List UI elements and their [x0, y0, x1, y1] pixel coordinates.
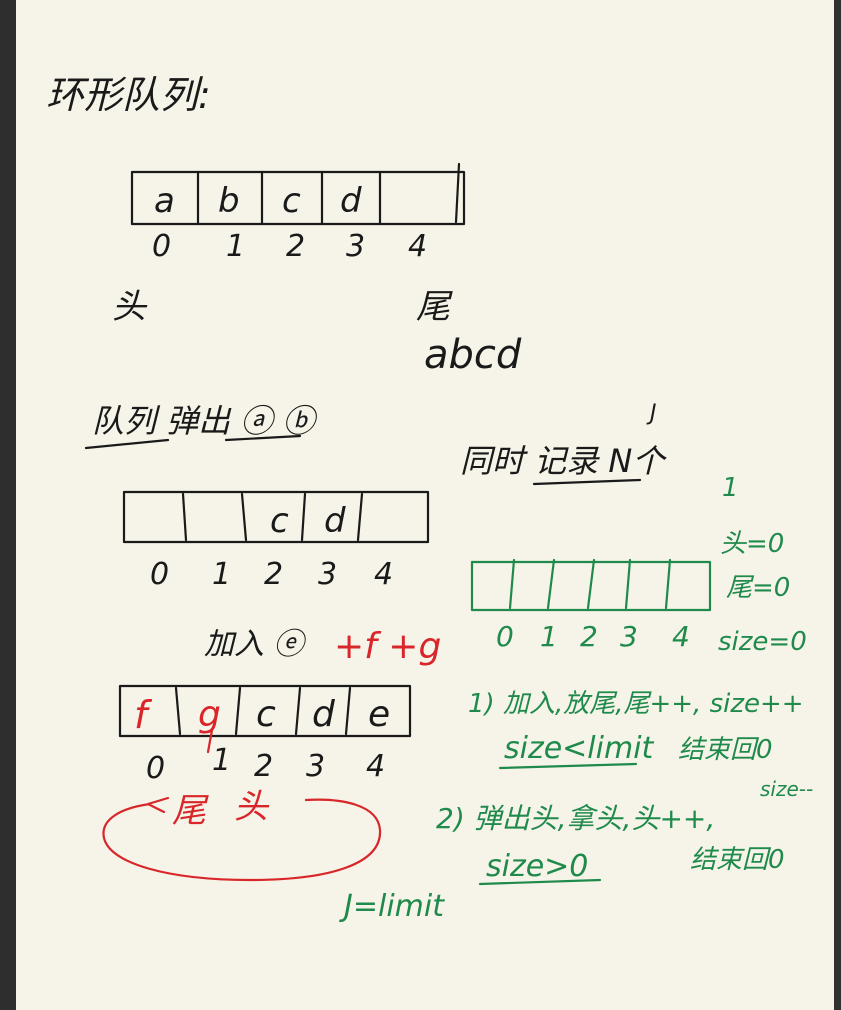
rule2-condition: size>0	[486, 849, 588, 884]
queue1-index: 1	[226, 229, 245, 264]
queue2-index: 1	[212, 557, 231, 592]
queue3-head-label: 头	[234, 787, 270, 827]
queue3-index: 4	[366, 749, 385, 784]
queue1-cell: c	[282, 181, 301, 221]
rule1-condition: size<limit	[504, 731, 655, 766]
queue2-cell: c	[270, 501, 289, 541]
queue1-cell: d	[340, 181, 362, 221]
notebook-page	[16, 0, 834, 1010]
queue1-index: 3	[346, 229, 365, 264]
init-size: size=0	[718, 627, 807, 657]
simul-note: 同时 记录 N个	[460, 442, 667, 480]
green-side-mark: 1	[722, 473, 739, 503]
green-top-mark: J	[646, 401, 657, 426]
green-index: 3	[620, 620, 638, 653]
queue2-index: 4	[374, 557, 393, 592]
rule1: 1) 加入,放尾,尾++, size++	[468, 689, 804, 719]
green-index: 0	[496, 620, 514, 653]
queue3-cell: e	[368, 694, 390, 735]
queue1-head-label: 头	[112, 287, 148, 327]
window-edge-left	[0, 0, 16, 1010]
queue3-index: 1	[212, 743, 231, 778]
window-edge-right	[834, 0, 841, 1010]
queue1-index: 4	[408, 229, 427, 264]
green-index: 1	[540, 620, 558, 653]
queue3-tail-label: 尾	[172, 791, 209, 831]
init-head: 头=0	[720, 529, 784, 559]
queue-diagram-3: f g c d e 0 1 2 3 4 尾 头	[102, 684, 412, 882]
queue3-cell: g	[198, 694, 221, 735]
queue-diagram-2: c d 0 1 2 3 4	[122, 490, 430, 592]
queue1-tail-label: 尾	[416, 287, 453, 327]
add-note: 加入 ⓔ	[204, 627, 308, 662]
queue3-index: 3	[306, 749, 325, 784]
queue2-index: 3	[318, 557, 337, 592]
queue3-cell: d	[312, 694, 336, 735]
queue2-index: 0	[150, 557, 169, 592]
green-notes: 1 0 1 2 3 4 头=0 尾=0 size=0 1) 加入,放尾,尾++,…	[339, 473, 813, 924]
queue3-cell: f	[134, 693, 153, 737]
queue3-cell: c	[256, 694, 276, 735]
rule2: 2) 弹出头,拿头,头++,	[436, 802, 715, 835]
init-tail: 尾=0	[726, 573, 790, 603]
queue3-index: 0	[146, 751, 165, 786]
queue1-cell: a	[154, 181, 175, 221]
queue1-sequence: abcd	[424, 332, 522, 378]
queue1-cell: b	[218, 181, 240, 221]
queue1-index: 0	[152, 229, 171, 264]
queue2-cell: d	[324, 501, 346, 541]
pop-note: 队列 弹出 ⓐ ⓑ	[92, 402, 320, 440]
queue3-index: 2	[254, 749, 273, 784]
wrap-arrow	[102, 796, 382, 882]
footer-note: J=limit	[339, 889, 445, 924]
green-index: 2	[580, 620, 598, 653]
add-red-note: +f +g	[334, 626, 441, 667]
page-title: 环形队列:	[46, 73, 211, 117]
green-index: 4	[672, 620, 690, 653]
queue-diagram-1: a b c d 0 1 2 3 4 头 尾 abcd	[112, 162, 522, 378]
rule2-size: size--	[760, 777, 813, 801]
rule1-end: 结束回0	[678, 735, 773, 765]
rule2-end: 结束回0	[690, 845, 785, 875]
queue2-index: 2	[264, 557, 283, 592]
queue1-index: 2	[286, 229, 305, 264]
